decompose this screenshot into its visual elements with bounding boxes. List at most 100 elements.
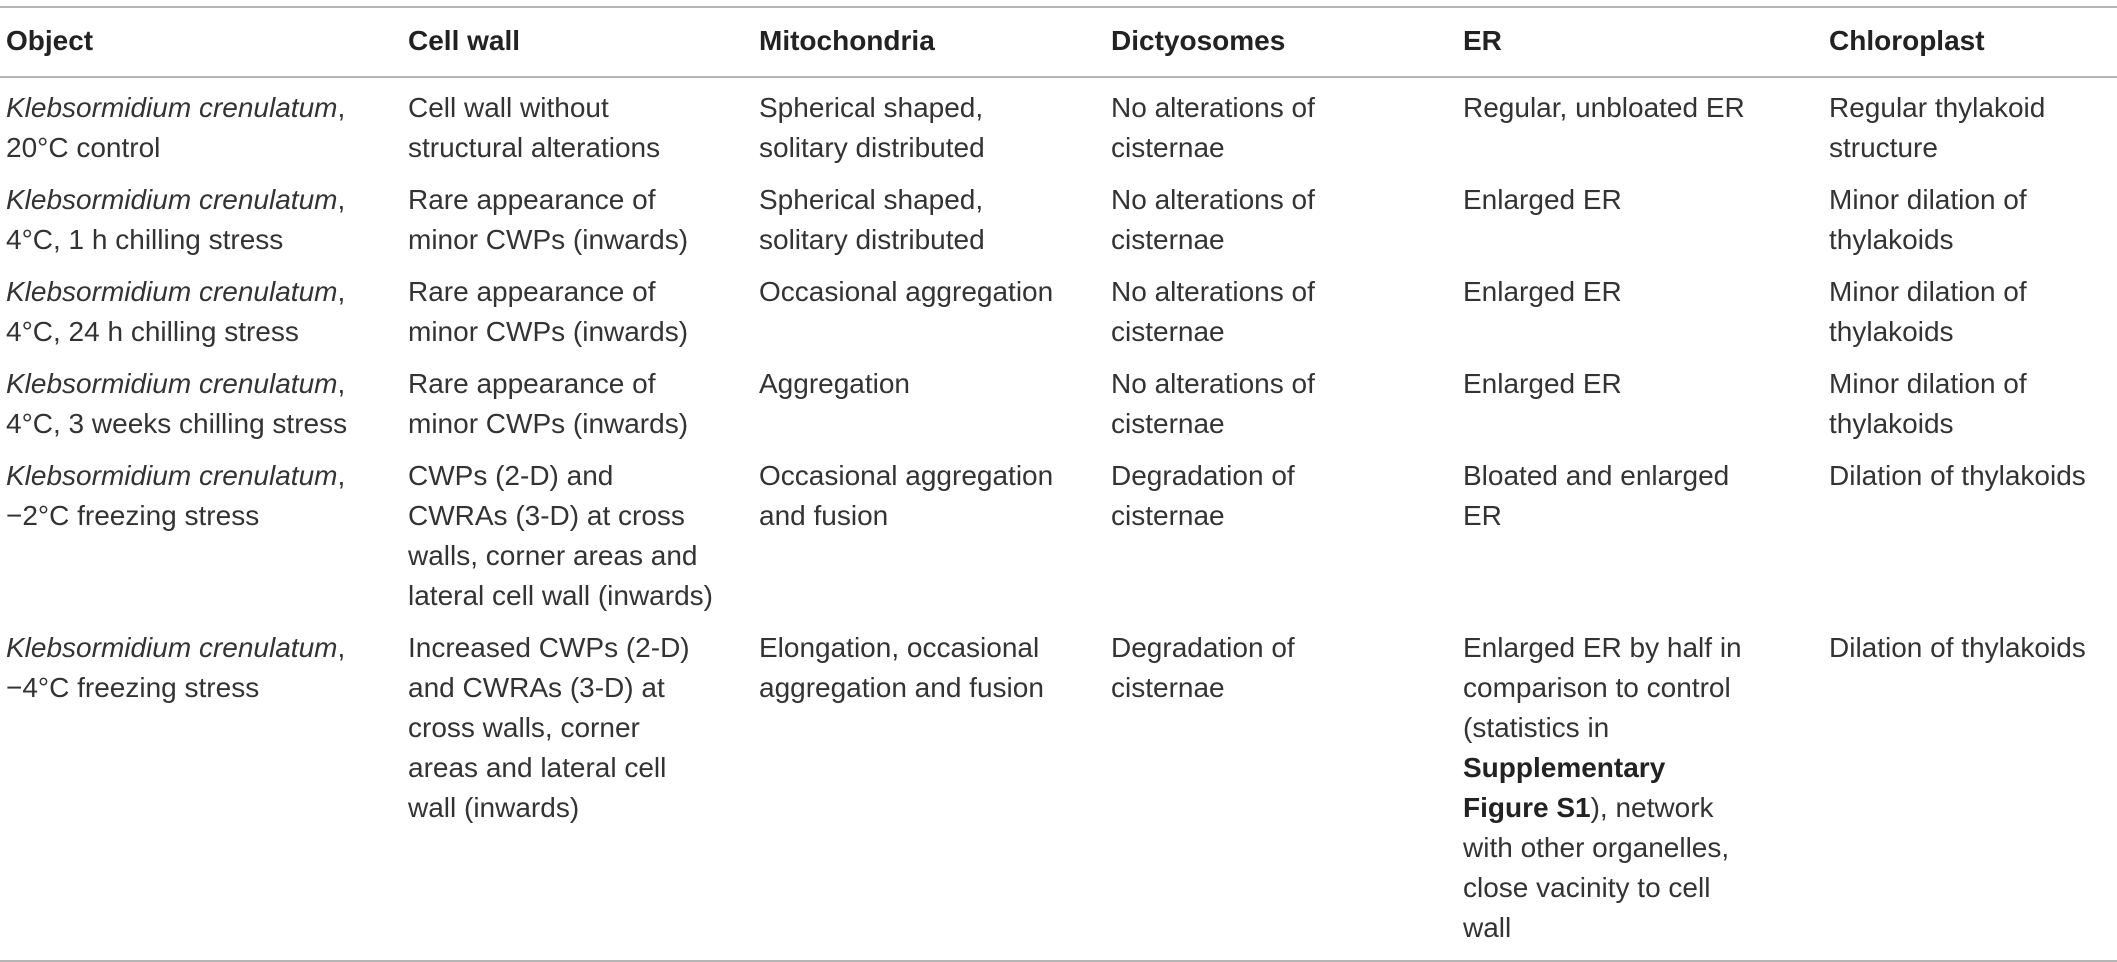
cell-text-line: Dilation of thylakoids: [1829, 631, 2086, 663]
supplementary-reference: Supplementary: [1463, 751, 1666, 783]
er-cell: Bloated and enlarged ER: [1463, 450, 1829, 622]
species-comma: ,: [337, 367, 346, 399]
cell-text-line: cisternae: [1111, 131, 1225, 163]
cell-text-line: Regular, unbloated ER: [1463, 91, 1745, 123]
dictyosomes-cell: No alterations of cisternae: [1111, 174, 1463, 266]
table-row: Klebsormidium crenulatum, 4°C, 1 h chill…: [0, 174, 2117, 266]
species-comma: ,: [337, 459, 346, 491]
cell-text-line: No alterations of: [1111, 367, 1315, 399]
object-cell: Klebsormidium crenulatum, 20°C control: [0, 77, 408, 174]
er-cell: Enlarged ER: [1463, 358, 1829, 450]
cell-text-line: wall (inwards): [408, 791, 580, 823]
dictyosomes-cell: No alterations of cisternae: [1111, 358, 1463, 450]
cell-text-line: Spherical shaped,: [759, 183, 984, 215]
cell-text-line: Occasional aggregation: [759, 459, 1054, 491]
figure-reference: Figure S1: [1463, 791, 1591, 823]
column-header-mitochondria: Mitochondria: [759, 25, 935, 56]
cell-text-line: walls, corner areas and: [408, 539, 698, 571]
species-comma: ,: [337, 183, 346, 215]
cell-text-line: lateral cell wall (inwards): [408, 579, 713, 611]
cell-text-line: cisternae: [1111, 499, 1225, 531]
cell-text-line: close vacinity to cell: [1463, 871, 1711, 903]
cell-text-line: and CWRAs (3-D) at: [408, 671, 665, 703]
cell-text-line: CWPs (2-D) and: [408, 459, 614, 491]
er-cell: Regular, unbloated ER: [1463, 77, 1829, 174]
species-name: Klebsormidium crenulatum: [6, 183, 338, 215]
condition-label: 4°C, 1 h chilling stress: [6, 223, 284, 255]
cell-text-line: minor CWPs (inwards): [408, 407, 689, 439]
cell-text-line: Enlarged ER: [1463, 275, 1622, 307]
cell-text-line: with other organelles,: [1463, 831, 1730, 863]
condition-label: 4°C, 24 h chilling stress: [6, 315, 299, 347]
cell-text-line: comparison to control: [1463, 671, 1731, 703]
object-cell: Klebsormidium crenulatum, 4°C, 3 weeks c…: [0, 358, 408, 450]
cell-text-line: No alterations of: [1111, 91, 1315, 123]
chloroplast-cell: Regular thylakoid structure: [1829, 77, 2117, 174]
cell-wall-cell: Cell wall without structural alterations: [408, 77, 759, 174]
er-cell: Enlarged ER: [1463, 174, 1829, 266]
cell-text-line: No alterations of: [1111, 183, 1315, 215]
cell-wall-cell: CWPs (2-D) and CWRAs (3-D) at cross wall…: [408, 450, 759, 622]
cell-text-line: Elongation, occasional: [759, 631, 1040, 663]
cell-text-line: Enlarged ER: [1463, 183, 1622, 215]
cell-text-line: thylakoids: [1829, 315, 1954, 347]
species-name: Klebsormidium crenulatum: [6, 275, 338, 307]
dictyosomes-cell: No alterations of cisternae: [1111, 266, 1463, 358]
condition-label: −2°C freezing stress: [6, 499, 260, 531]
cell-text-line: aggregation and fusion: [759, 671, 1044, 703]
species-name: Klebsormidium crenulatum: [6, 367, 338, 399]
table-header: Object Cell wall Mitochondria Dictyosome…: [0, 7, 2117, 77]
condition-label: 4°C, 3 weeks chilling stress: [6, 407, 348, 439]
species-comma: ,: [337, 91, 346, 123]
condition-label: 20°C control: [6, 131, 161, 163]
cell-text-line: thylakoids: [1829, 223, 1954, 255]
cell-text-line: structural alterations: [408, 131, 661, 163]
cell-text-line: Bloated and enlarged: [1463, 459, 1730, 491]
dictyosomes-cell: No alterations of cisternae: [1111, 77, 1463, 174]
object-cell: Klebsormidium crenulatum, 4°C, 1 h chill…: [0, 174, 408, 266]
chloroplast-cell: Minor dilation of thylakoids: [1829, 174, 2117, 266]
cell-text-line: Aggregation: [759, 367, 911, 399]
species-comma: ,: [337, 631, 346, 663]
cell-text-line: solitary distributed: [759, 131, 985, 163]
mitochondria-cell: Occasional aggregation and fusion: [759, 450, 1111, 622]
cell-text-line: Degradation of: [1111, 631, 1295, 663]
cell-text-line: Minor dilation of: [1829, 275, 2027, 307]
dictyosomes-cell: Degradation of cisternae: [1111, 450, 1463, 622]
dictyosomes-cell: Degradation of cisternae: [1111, 622, 1463, 961]
species-name: Klebsormidium crenulatum: [6, 459, 338, 491]
column-header-er: ER: [1463, 25, 1502, 56]
column-header-cell-wall: Cell wall: [408, 25, 521, 56]
cell-text-line: cisternae: [1111, 315, 1225, 347]
species-name: Klebsormidium crenulatum: [6, 91, 338, 123]
header-row: Object Cell wall Mitochondria Dictyosome…: [0, 7, 2117, 77]
cell-text-line: areas and lateral cell: [408, 751, 667, 783]
cell-text-line: (statistics in: [1463, 711, 1610, 743]
cell-text-line: Occasional aggregation: [759, 275, 1054, 307]
cell-text-line: No alterations of: [1111, 275, 1315, 307]
cell-wall-cell: Rare appearance of minor CWPs (inwards): [408, 174, 759, 266]
chloroplast-cell: Minor dilation of thylakoids: [1829, 358, 2117, 450]
cell-text-line: Degradation of: [1111, 459, 1295, 491]
cell-wall-cell: Rare appearance of minor CWPs (inwards): [408, 358, 759, 450]
cell-text-line: and fusion: [759, 499, 889, 531]
cell-text-line: cisternae: [1111, 407, 1225, 439]
chloroplast-cell: Dilation of thylakoids: [1829, 450, 2117, 622]
cell-text-line: thylakoids: [1829, 407, 1954, 439]
cell-wall-cell: Increased CWPs (2-D) and CWRAs (3-D) at …: [408, 622, 759, 961]
cell-text-line: solitary distributed: [759, 223, 985, 255]
cell-text-line: wall: [1463, 911, 1512, 943]
species-comma: ,: [337, 275, 346, 307]
cell-text-line: structure: [1829, 131, 1938, 163]
condition-label: −4°C freezing stress: [6, 671, 260, 703]
cell-text-line: Increased CWPs (2-D): [408, 631, 690, 663]
cell-text-line: ER: [1463, 499, 1502, 531]
cell-text-line: Dilation of thylakoids: [1829, 459, 2086, 491]
table-row: Klebsormidium crenulatum, −4°C freezing …: [0, 622, 2117, 961]
cell-text-line: cross walls, corner: [408, 711, 640, 743]
table-body: Klebsormidium crenulatum, 20°C control C…: [0, 77, 2117, 961]
cell-text-line: Regular thylakoid: [1829, 91, 2046, 123]
mitochondria-cell: Aggregation: [759, 358, 1111, 450]
organelle-table-container: Object Cell wall Mitochondria Dictyosome…: [0, 6, 2117, 962]
cell-text-line: Minor dilation of: [1829, 183, 2027, 215]
